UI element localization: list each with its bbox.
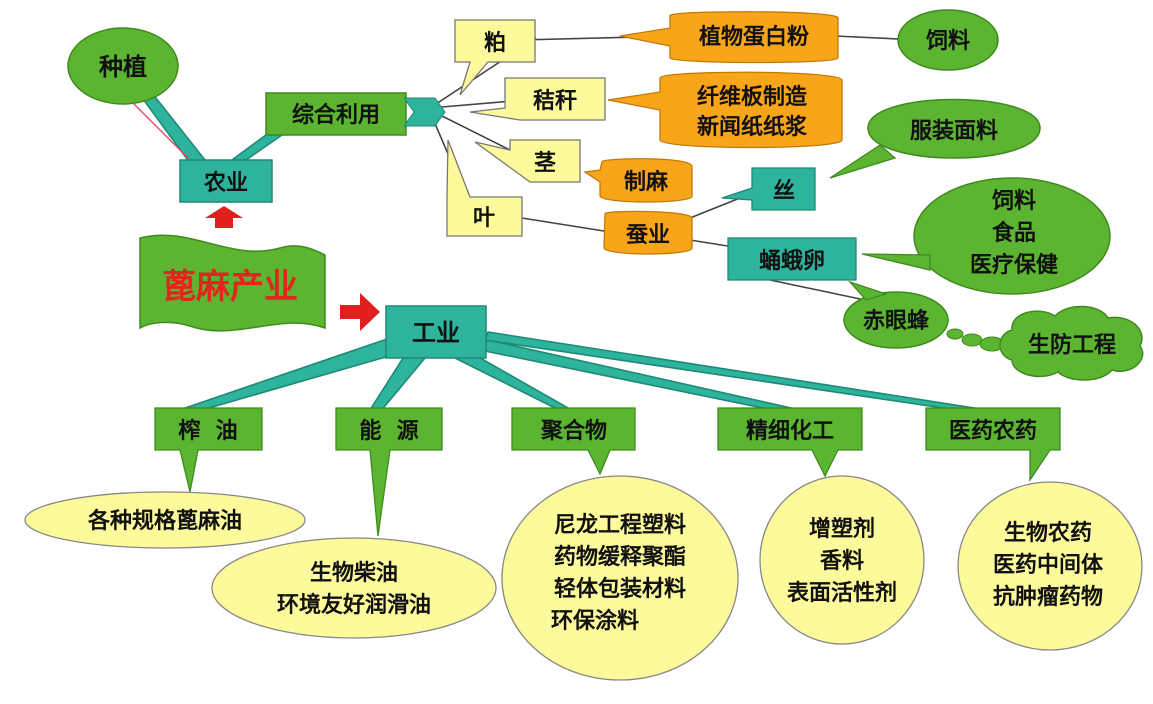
title-flag: 蓖麻产业 <box>139 234 326 332</box>
pharma-product-3: 抗肿瘤药物 <box>993 584 1103 610</box>
seed-product-use-node: 饲料 <box>897 9 999 71</box>
silkworm-node: 蚕业 <box>603 210 693 255</box>
branch-energy-label: 能 源 <box>359 418 418 444</box>
energy-product-2: 环境友好润滑油 <box>277 592 431 618</box>
silk-use-label: 服装面料 <box>910 119 998 144</box>
connector-industry-energy <box>368 354 427 413</box>
silk-node: 丝 <box>721 167 816 211</box>
finechem-product-3: 表面活性剂 <box>787 580 897 606</box>
planting-node: 种植 <box>67 27 179 105</box>
pharma-product-2: 医药中间体 <box>993 553 1104 578</box>
industry-node: 工业 <box>385 305 487 359</box>
polymer-product-1: 尼龙工程塑料 <box>554 513 686 538</box>
agriculture-node: 农业 <box>179 159 273 203</box>
branch-polymer: 聚合物 <box>511 407 636 476</box>
leaf-node: 叶 <box>446 139 523 237</box>
bio-control-node: 生防工程 <box>999 305 1144 381</box>
leaf-label: 叶 <box>473 206 495 231</box>
agriculture-label: 农业 <box>203 170 248 196</box>
branch-energy: 能 源 <box>335 407 443 537</box>
branch-oil-pressing: 榨 油 <box>154 407 263 493</box>
pupa-use-3: 医疗保健 <box>970 252 1058 278</box>
bio-control-label: 生防工程 <box>1028 333 1116 358</box>
arrow-up-icon <box>205 206 243 228</box>
silkworm-label: 蚕业 <box>625 223 670 248</box>
stem-label: 茎 <box>534 150 556 176</box>
branch-pharma-products: 生物农药 医药中间体 抗肿瘤药物 <box>957 481 1143 651</box>
branch-pharma-label: 医药农药 <box>949 418 1037 444</box>
finechem-product-2: 香料 <box>820 549 864 574</box>
stem-product-label: 制麻 <box>624 169 669 195</box>
seed-product-use-label: 饲料 <box>925 28 970 54</box>
arrow-right-icon <box>340 293 380 331</box>
planting-label: 种植 <box>99 53 147 81</box>
pupa-node: 蛹蛾卵 <box>727 237 857 281</box>
pupa-label: 蛹蛾卵 <box>759 249 825 274</box>
polymer-product-4: 环保涂料 <box>551 608 639 634</box>
stem-node: 茎 <box>474 139 581 183</box>
pupa-uses-node: 饲料 食品 医疗保健 <box>861 177 1111 295</box>
straw-product-1: 纤维板制造 <box>697 84 807 110</box>
wasp-node: 赤眼蜂 <box>843 280 949 349</box>
seed-product-label: 植物蛋白粉 <box>699 24 809 50</box>
bubble-dots <box>946 328 1005 352</box>
straw-node: 秸秆 <box>469 77 606 121</box>
wasp-label: 赤眼蜂 <box>863 308 930 334</box>
straw-product-2: 新闻纸纸浆 <box>697 114 808 140</box>
branch-fine-chemicals: 精细化工 <box>717 407 863 478</box>
polymer-product-2: 药物缓释聚酯 <box>554 544 686 570</box>
finechem-product-1: 增塑剂 <box>809 516 875 542</box>
connector-agri-comprehensive <box>229 131 284 161</box>
seed-product-node: 植物蛋白粉 <box>619 11 839 64</box>
branch-oil-pressing-label: 榨 油 <box>178 418 237 444</box>
branch-pharma: 医药农药 <box>925 407 1061 483</box>
branch-polymer-label: 聚合物 <box>540 418 607 444</box>
branch-oil-pressing-products: 各种规格蓖麻油 <box>24 491 306 549</box>
red-arrows <box>205 206 380 331</box>
pupa-use-2: 食品 <box>992 220 1036 246</box>
silk-use-node: 服装面料 <box>829 98 1041 179</box>
branch-fine-chemicals-products: 增塑剂 香料 表面活性剂 <box>759 475 925 645</box>
seed-node: 粕 <box>454 19 536 96</box>
connector-planting-agri <box>138 92 207 164</box>
silk-label: 丝 <box>773 178 795 204</box>
branch-fine-chemicals-label: 精细化工 <box>746 418 834 444</box>
comprehensive-use-label: 综合利用 <box>292 102 380 128</box>
seed-label: 粕 <box>484 30 506 56</box>
chevron-icon <box>403 97 446 127</box>
industry-label: 工业 <box>412 319 460 347</box>
comprehensive-use-node: 综合利用 <box>265 92 446 136</box>
oil-product-1: 各种规格蓖麻油 <box>87 508 242 534</box>
pupa-use-1: 饲料 <box>991 188 1036 214</box>
polymer-product-3: 轻体包装材料 <box>554 576 686 602</box>
branch-polymer-products: 尼龙工程塑料 药物缓释聚酯 轻体包装材料 环保涂料 <box>501 475 739 681</box>
straw-label: 秸秆 <box>533 89 577 114</box>
branch-energy-products: 生物柴油 环境友好润滑油 <box>211 537 497 639</box>
title-text: 蓖麻产业 <box>162 267 298 307</box>
straw-products-node: 纤维板制造 新闻纸纸浆 <box>607 71 843 149</box>
energy-product-1: 生物柴油 <box>310 560 398 586</box>
stem-product-node: 制麻 <box>583 158 693 203</box>
pharma-product-1: 生物农药 <box>1004 520 1092 546</box>
